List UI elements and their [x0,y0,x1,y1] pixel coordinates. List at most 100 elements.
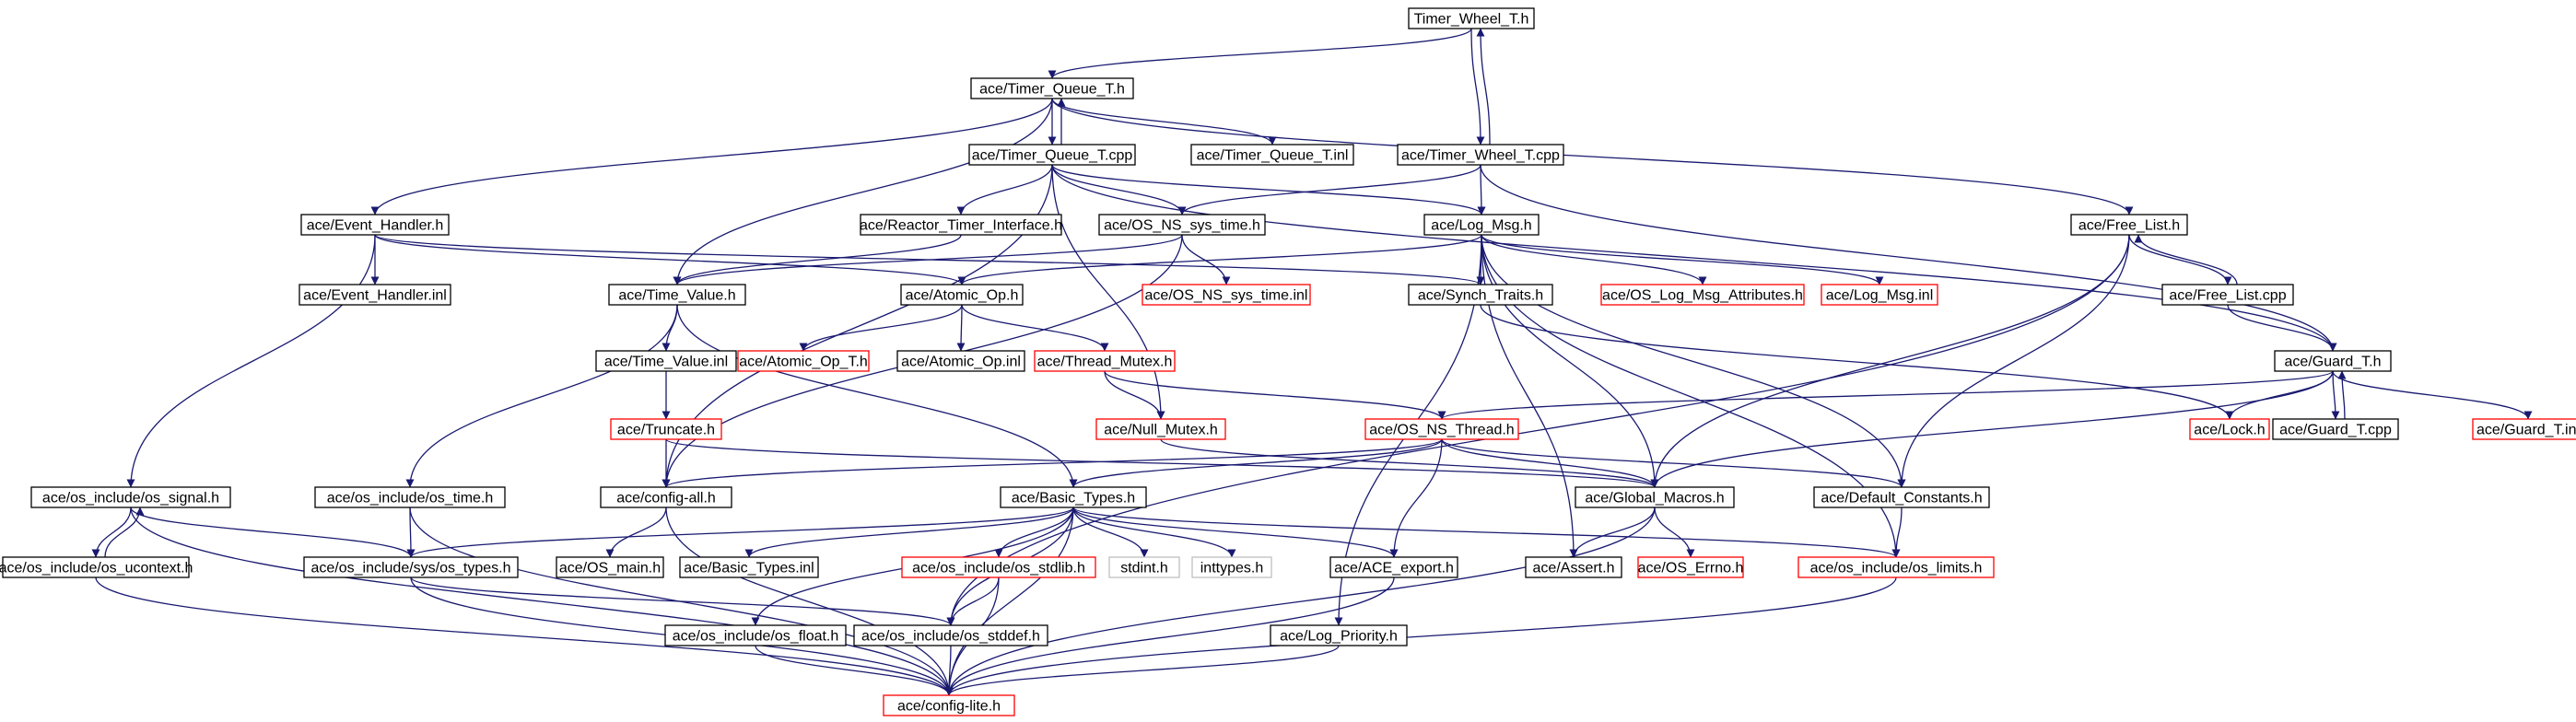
node-config-all-h[interactable]: ace/config-all.h [600,486,732,508]
node-label: ace/Null_Mutex.h [1104,423,1218,438]
node-guard-t-h[interactable]: ace/Guard_T.h [2274,350,2392,372]
node-label: ace/Atomic_Op_T.h [739,355,868,370]
node-stdint-h[interactable]: stdint.h [1108,556,1180,578]
node-atomic-op-h[interactable]: ace/Atomic_Op.h [900,284,1024,306]
node-basic-types-inl[interactable]: ace/Basic_Types.inl [679,556,819,578]
node-basic-types-h[interactable]: ace/Basic_Types.h [1000,486,1147,508]
node-guard-t-cpp[interactable]: ace/Guard_T.cpp [2272,418,2399,440]
edge-default_constants_h-to-os_limits_h [1891,507,1903,558]
edge-guard_t_cpp-to-guard_t_h [2337,370,2347,420]
edge-global_macros_h-to-os_errno_h [1654,507,1695,558]
edge-time_value_h-to-os_time_h [405,304,678,488]
edge-config_all_h-to-os_main_h [605,507,667,558]
node-box [853,624,1048,646]
node-log-msg-inl[interactable]: ace/Log_Msg.inl [1821,284,1938,306]
node-box [883,694,1015,716]
edge-time_value_h-to-basic_types_h [676,304,1078,488]
node-os-types-h[interactable]: ace/os_include/sys/os_types.h [303,556,519,578]
node-box [1423,214,1540,236]
node-atomic-op-t-h[interactable]: ace/Atomic_Op_T.h [737,350,870,372]
node-os-main-h[interactable]: ace/OS_main.h [556,556,664,578]
node-label: Timer_Wheel_T.h [1414,12,1529,28]
node-os-stdlib-h[interactable]: ace/os_include/os_stdlib.h [901,556,1096,578]
node-truncate-h[interactable]: ace/Truncate.h [610,418,722,440]
node-lock-h[interactable]: ace/Lock.h [2189,418,2270,440]
node-label: stdint.h [1120,561,1168,576]
node-reactor-timer-interface-h[interactable]: ace/Reactor_Timer_Interface.h [860,214,1062,236]
node-free-list-cpp[interactable]: ace/Free_List.cpp [2161,284,2294,306]
node-os-float-h[interactable]: ace/os_include/os_float.h [664,624,847,646]
edge-free_list_h-to-os_stddef_h [946,234,2130,626]
node-free-list-h[interactable]: ace/Free_List.h [2070,214,2188,236]
edge-free_list_cpp-to-free_list_h [2134,234,2238,285]
node-box [1397,144,1564,166]
node-log-msg-h[interactable]: ace/Log_Msg.h [1423,214,1540,236]
node-box [1270,624,1408,646]
node-timer-queue-t-h[interactable]: ace/Timer_Queue_T.h [970,77,1134,99]
node-box [1329,556,1458,578]
node-layer: Timer_Wheel_T.h ace/Timer_Queue_T.h ace/Ti… [0,7,2576,716]
node-os-ucontext-h[interactable]: ace/os_include/os_ucontext.h [0,556,193,578]
node-label: ace/Timer_Queue_T.inl [1197,148,1349,164]
node-inttypes-h[interactable]: inttypes.h [1191,556,1272,578]
node-timer-queue-t-cpp[interactable]: ace/Timer_Queue_T.cpp [968,144,1136,166]
node-box [1000,486,1147,508]
node-global-macros-h[interactable]: ace/Global_Macros.h [1575,486,1735,508]
edge-guard_t_h-to-guard_t_inl [2332,370,2533,420]
node-event-handler-inl[interactable]: ace/Event_Handler.inl [299,284,451,306]
node-config-lite-h[interactable]: ace/config-lite.h [883,694,1015,716]
node-timer-queue-t-inl[interactable]: ace/Timer_Queue_T.inl [1190,144,1354,166]
edge-basic_types_h-to-inttypes_h [1072,507,1236,558]
node-os-time-h[interactable]: ace/os_include/os_time.h [314,486,506,508]
node-box [2,556,190,578]
edge-timer_wheel_t_h-to-timer_wheel_t_cpp [1470,28,1485,146]
node-os-ns-sys-time-inl[interactable]: ace/OS_NS_sys_time.inl [1142,284,1311,306]
node-default-constants-h[interactable]: ace/Default_Constants.h [1813,486,1990,508]
node-os-limits-h[interactable]: ace/os_include/os_limits.h [1797,556,1995,578]
node-ace-export-h[interactable]: ace/ACE_export.h [1329,556,1458,578]
edge-basic_types_h-to-ace_export_h [1072,507,1399,558]
node-null-mutex-h[interactable]: ace/Null_Mutex.h [1095,418,1226,440]
node-timer-wheel-t-cpp[interactable]: ace/Timer_Wheel_T.cpp [1397,144,1564,166]
node-guard-t-inl[interactable]: ace/Guard_T.inl [2472,418,2576,440]
node-box [1191,556,1272,578]
node-thread-mutex-h[interactable]: ace/Thread_Mutex.h [1034,350,1176,372]
node-atomic-op-inl[interactable]: ace/Atomic_Op.inl [896,350,1025,372]
node-label: ace/Guard_T.inl [2476,423,2576,438]
node-os-signal-h[interactable]: ace/os_include/os_signal.h [30,486,231,508]
node-log-priority-h[interactable]: ace/Log_Priority.h [1270,624,1408,646]
node-label: inttypes.h [1200,561,1263,576]
edge-basic_types_h-to-os_stdlib_h [994,507,1074,558]
node-timer-wheel-t-h[interactable]: Timer_Wheel_T.h [1408,7,1535,29]
node-os-ns-sys-time-h[interactable]: ace/OS_NS_sys_time.h [1098,214,1266,236]
node-label: ace/Log_Msg.h [1431,218,1531,234]
node-label: ace/os_include/sys/os_types.h [310,561,510,576]
node-time-value-h[interactable]: ace/Time_Value.h [608,284,746,306]
edge-timer_wheel_t_cpp-to-os_ns_sys_time_h [1177,164,1481,215]
edge-ace_export_h-to-config_lite_h [944,576,1395,696]
edge-synch_traits_h-to-lock_h [1480,304,2234,420]
node-assert-h[interactable]: ace/Assert.h [1525,556,1622,578]
edge-timer_queue_t_cpp-to-os_ns_sys_time_h [1051,164,1187,215]
edge-free_list_h-to-global_macros_h [1650,234,2130,488]
node-label: ace/os_include/os_ucontext.h [0,561,193,576]
node-os-ns-thread-h[interactable]: ace/OS_NS_Thread.h [1364,418,1519,440]
node-box [1098,214,1266,236]
node-synch-traits-h[interactable]: ace/Synch_Traits.h [1408,284,1553,306]
node-box [608,284,746,306]
node-box [1142,284,1311,306]
edge-os_signal_h-to-config_lite_h [130,507,954,696]
node-os-errno-h[interactable]: ace/OS_Errno.h [1637,556,1744,578]
node-label: ace/ACE_export.h [1334,561,1454,576]
node-os-log-msg-attributes-h[interactable]: ace/OS_Log_Msg_Attributes.h [1600,284,1805,306]
node-time-value-inl[interactable]: ace/Time_Value.inl [595,350,737,372]
node-label: ace/Time_Value.inl [604,355,728,370]
node-box [610,418,722,440]
edge-basic_types_h-to-os_types_h [406,507,1074,558]
node-event-handler-h[interactable]: ace/Event_Handler.h [300,214,450,236]
node-box [2472,418,2576,440]
node-box [300,214,450,236]
edge-guard_t_h-to-lock_h [2225,370,2334,420]
node-os-stddef-h[interactable]: ace/os_include/os_stddef.h [853,624,1048,646]
edge-global_macros_h-to-config_lite_h [944,507,1656,696]
